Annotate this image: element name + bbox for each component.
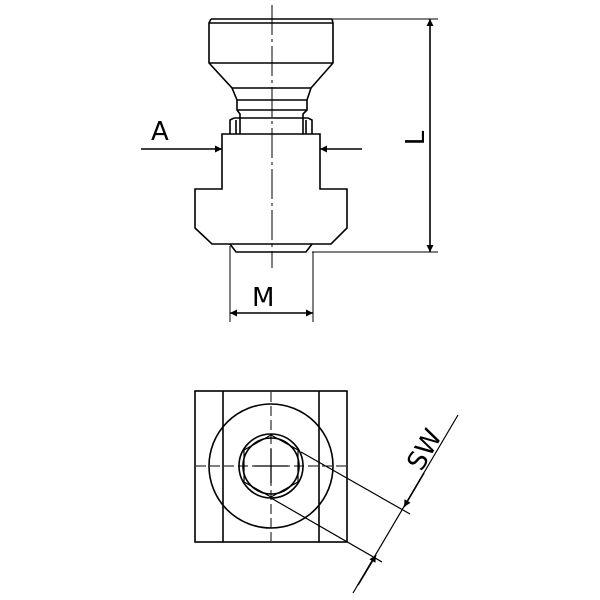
dimension-label-l: L (401, 130, 431, 145)
neck (229, 117, 313, 134)
dimension-label-a: A (151, 117, 169, 147)
dimension-label-m: M (252, 283, 274, 313)
t-nut-body (194, 133, 348, 245)
side-view (141, 5, 438, 322)
top-view (194, 390, 459, 594)
thread-stub (229, 243, 313, 253)
dimension-label-sw: SW (402, 424, 449, 476)
head-outline (208, 18, 334, 134)
